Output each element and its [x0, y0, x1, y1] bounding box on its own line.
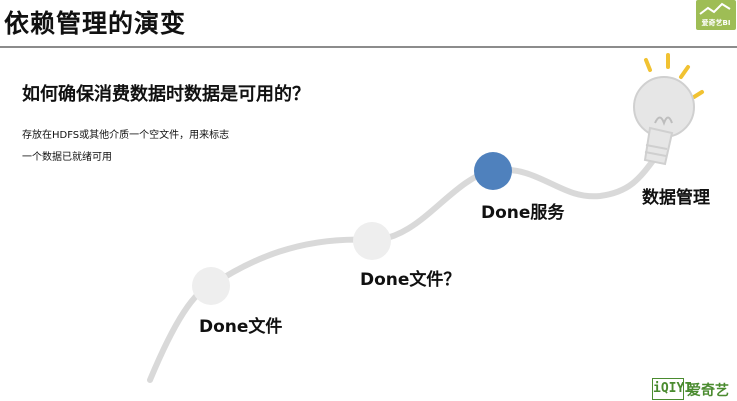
description-line-2: 一个数据已就绪可用	[22, 152, 112, 163]
brand-logo-top-text: 爱奇艺BI	[701, 19, 731, 27]
brand-logo-text: 爱奇艺	[687, 383, 729, 399]
stage-node-done-file	[192, 267, 230, 305]
title-divider	[0, 46, 737, 48]
stage-label-done-file-question: Done文件？	[360, 270, 461, 290]
brand-logo-bottom: iQIYI 爱奇艺	[652, 378, 734, 400]
stage-label-done-service: Done服务	[481, 203, 565, 223]
trend-chart-icon	[699, 2, 731, 15]
stage-node-done-file-question	[353, 222, 391, 260]
slide-title: 依赖管理的演变	[4, 9, 187, 38]
question-heading: 如何确保消费数据时数据是可用的？	[22, 84, 310, 105]
lightbulb-icon	[633, 53, 704, 166]
description-line-1: 存放在HDFS或其他介质一个空文件，用来标志	[22, 130, 230, 141]
brand-logo-mark: iQIYI	[652, 378, 692, 400]
brand-logo-top: 爱奇艺BI	[696, 0, 736, 30]
stage-label-data-management: 数据管理	[642, 188, 710, 208]
stage-label-done-file: Done文件	[199, 317, 283, 337]
stage-node-done-service	[474, 152, 512, 190]
